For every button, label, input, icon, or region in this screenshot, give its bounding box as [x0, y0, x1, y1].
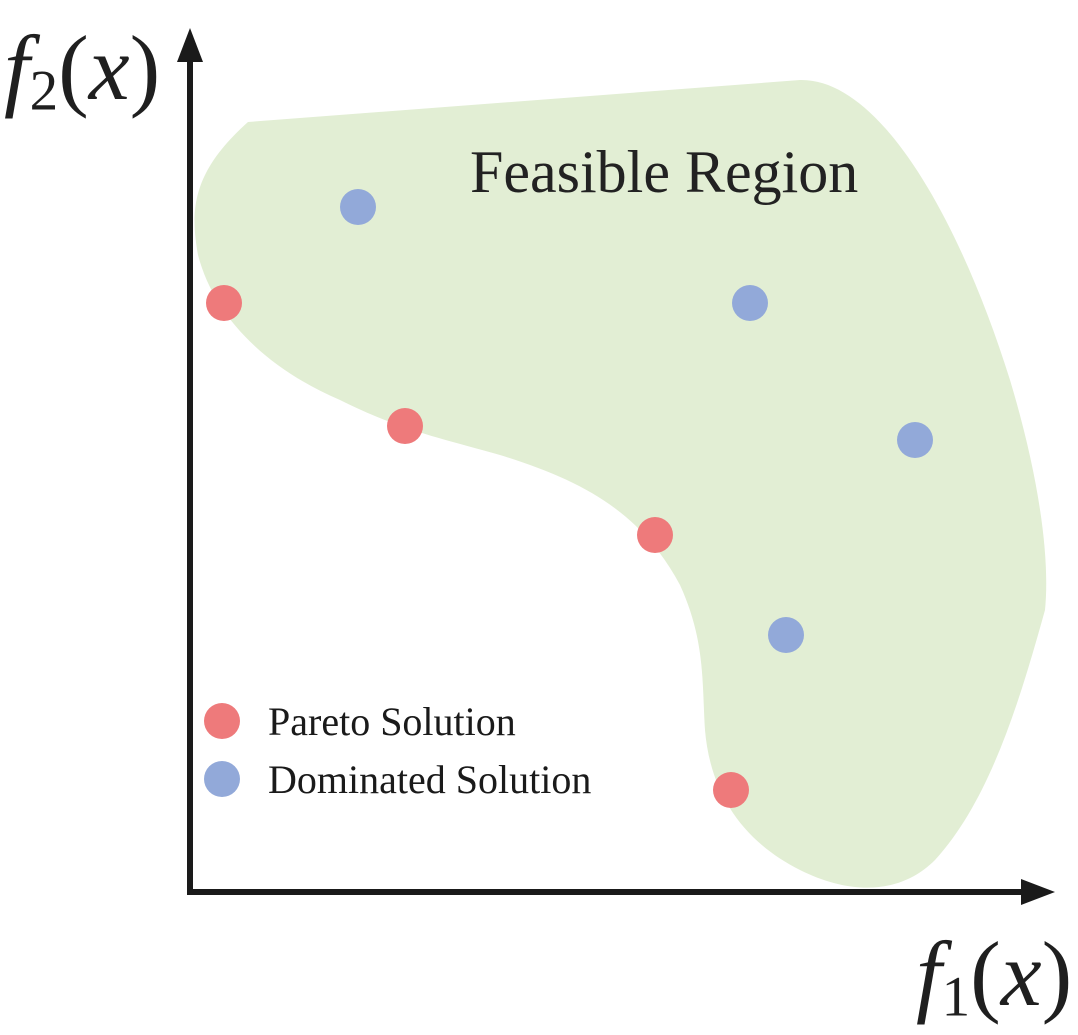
y-axis-arrow	[177, 28, 203, 62]
dominated-point	[897, 422, 933, 458]
y-axis-func: f	[4, 17, 30, 119]
legend-item-dominated: Dominated Solution	[204, 756, 592, 802]
feasible-region	[194, 79, 1047, 888]
x-axis-arrow	[1021, 879, 1055, 905]
legend-swatch-pareto	[204, 703, 240, 739]
x-axis-label: f1(x)	[916, 923, 1073, 1029]
pareto-point	[713, 772, 749, 808]
pareto-point	[387, 408, 423, 444]
dominated-point	[768, 617, 804, 653]
pareto-point	[637, 517, 673, 553]
dominated-point	[340, 189, 376, 225]
x-axis-subscript: 1	[941, 965, 971, 1029]
legend-label-dominated: Dominated Solution	[268, 756, 592, 802]
y-axis-arg: x	[88, 17, 130, 119]
dominated-point	[732, 285, 768, 321]
x-axis-func: f	[916, 923, 942, 1025]
x-axis-arg: x	[1000, 923, 1042, 1025]
legend-item-pareto: Pareto Solution	[204, 698, 516, 744]
y-axis-subscript: 2	[29, 59, 59, 123]
region-title: Feasible Region	[470, 139, 859, 205]
legend-swatch-dominated	[204, 761, 240, 797]
legend-label-pareto: Pareto Solution	[268, 698, 516, 744]
pareto-point	[206, 285, 242, 321]
y-axis-label: f2(x)	[4, 17, 161, 123]
